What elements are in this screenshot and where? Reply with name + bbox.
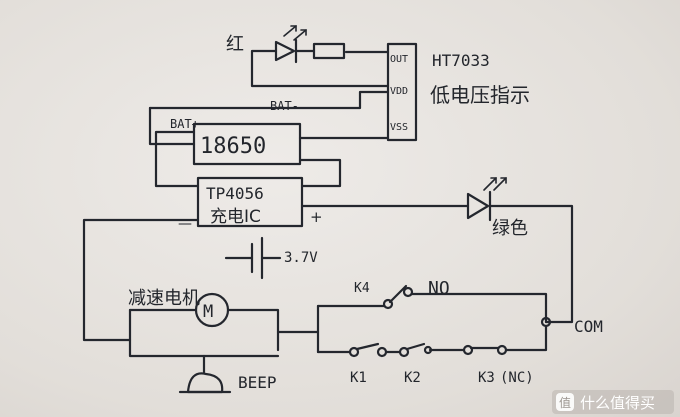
watermark: 值 什么值得买	[552, 390, 674, 414]
no-label: NO	[428, 278, 450, 299]
beeper-icon	[186, 372, 224, 394]
charger-line2-label: 充电IC	[210, 207, 261, 227]
nc-label: (NC)	[500, 370, 534, 386]
watermark-icon-char: 值	[559, 395, 571, 410]
wire-green-to-com	[488, 204, 574, 324]
k3-contact-a	[462, 344, 474, 356]
motor-symbol-label: M	[203, 302, 213, 322]
voltage-label: 3.7V	[284, 250, 318, 266]
bat-minus-label: BAT-	[270, 99, 299, 113]
beep-label: BEEP	[238, 373, 277, 392]
k3-label: K3	[478, 370, 495, 386]
red-label: 红	[226, 34, 244, 55]
k4-contact-a	[382, 298, 394, 310]
k2-switch-icon	[405, 342, 426, 351]
watermark-bg	[552, 390, 674, 414]
wire-motor-left	[128, 308, 280, 358]
charger-line1-label: TP4056	[206, 184, 264, 203]
k4-switch-icon	[388, 284, 408, 304]
k1-label: K1	[350, 370, 367, 386]
k1-contact-a	[348, 346, 360, 358]
ic-name-label: HT7033	[432, 51, 490, 70]
k1-contact-b	[376, 346, 388, 358]
wire-bat-top	[148, 106, 196, 146]
motor-label: 减速电机	[128, 288, 200, 309]
k1-switch-icon	[355, 342, 380, 351]
dc-source-icon	[224, 236, 282, 280]
charger-plus-label: +	[310, 208, 323, 226]
red-led-icon	[274, 25, 307, 64]
wire-k4-right	[410, 292, 548, 324]
wire-vdd-bus	[148, 90, 390, 110]
k3-contact-b	[496, 344, 508, 356]
green-led-icon	[466, 177, 507, 222]
wire-bat-plus-loop	[154, 130, 200, 188]
battery-label: 18650	[200, 134, 266, 159]
pin-vdd-label: VDD	[390, 86, 408, 97]
green-label: 绿色	[492, 218, 528, 239]
pin-out-label: OUT	[390, 54, 408, 65]
k4-contact-b	[402, 286, 414, 298]
ic-desc-label: 低电压指示	[430, 83, 530, 107]
bat-plus-label: BAT+	[170, 117, 199, 131]
com-label: COM	[574, 317, 603, 336]
wire-bat-minus	[298, 158, 342, 188]
watermark-logo-icon	[556, 393, 574, 411]
k2-label: K2	[404, 370, 421, 386]
resistor	[312, 42, 346, 60]
charger-minus-label: —	[178, 216, 192, 232]
wire-led-to-vdd	[250, 49, 390, 88]
wire-k3-com	[504, 324, 548, 352]
wire-left-loop	[82, 218, 200, 342]
watermark-text: 什么值得买	[580, 394, 655, 412]
tp4056-charger-ic	[196, 176, 304, 228]
pin-vss-label: VSS	[390, 122, 408, 133]
k4-label: K4	[354, 281, 370, 296]
wire-motor-right	[226, 308, 280, 352]
k2-contact-a	[398, 346, 410, 358]
